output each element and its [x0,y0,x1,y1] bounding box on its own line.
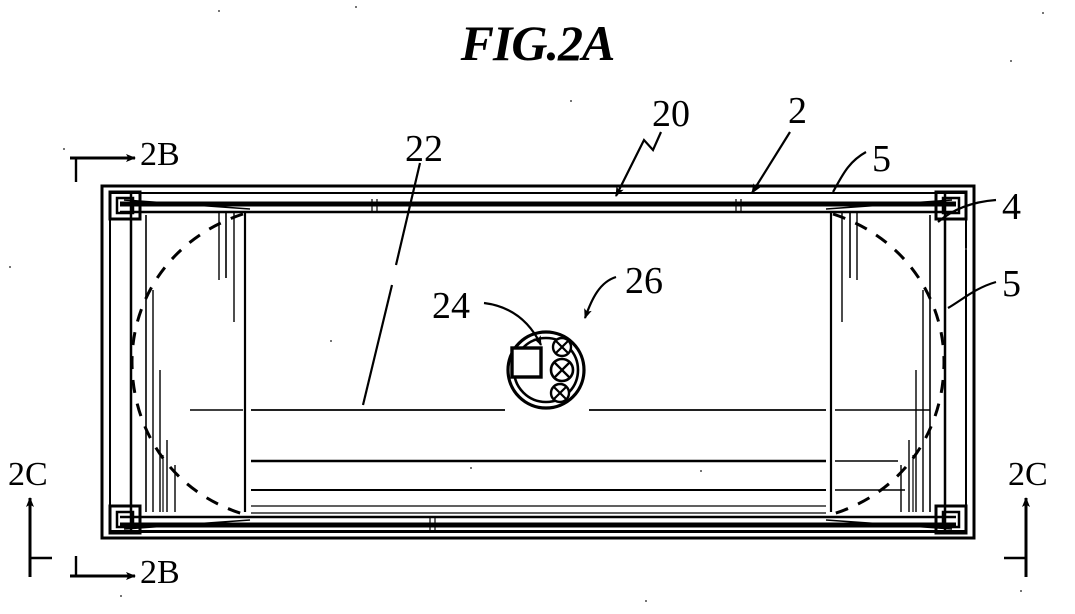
figure-title: FIG.2A [460,15,616,71]
scan-speckle [1020,590,1022,592]
reference-numeral-4: 4 [1002,186,1021,228]
square-fitting [510,346,543,379]
section-arrow-2C-right [1004,497,1030,577]
panel-detail-lines [190,409,930,514]
right-end-corrugation [829,212,931,512]
scan-speckle [1010,60,1012,62]
scan-speckle [63,148,65,150]
scan-speckle [330,340,332,342]
section-arrow-2B-top [70,154,136,182]
reference-numeral-22: 22 [405,128,443,170]
leader-4 [937,198,997,223]
leader-22-lower [361,284,394,406]
leader-lines [361,131,997,406]
reference-numeral-5-right: 5 [1002,263,1021,305]
reference-numeral-24: 24 [432,285,470,327]
vent-fitting-middle [549,357,575,383]
section-label-2C-left: 2C [8,456,48,493]
access-port-assembly[interactable] [506,330,586,410]
section-marker-arrows [26,154,1030,580]
scan-speckle [700,470,702,472]
vent-fitting-top [551,336,573,358]
reference-numeral-2: 2 [788,90,807,132]
leader-5-top [832,151,867,193]
leader-26 [583,275,617,319]
section-label-2B-top: 2B [140,136,180,173]
scan-speckle [355,6,357,8]
section-label-2C-right: 2C [1008,456,1048,493]
hidden-edge-curves [130,212,946,516]
scan-speckle [470,467,472,469]
corner-casting-bottom-left [108,504,142,535]
scan-speckle [120,595,122,597]
section-arrow-2C-left [26,497,52,577]
leader-5-right [947,280,997,309]
leader-24 [483,301,542,346]
scan-speckle [1042,12,1044,14]
reference-numeral-26: 26 [625,260,663,302]
left-end-corrugation [145,212,247,512]
scan-speckle [9,266,11,268]
vent-fitting-bottom [549,382,571,404]
scan-speckle [965,248,967,250]
reference-numeral-5-top: 5 [872,138,891,180]
bottom-rail-group [120,515,956,533]
top-rail-group [120,192,956,214]
leader-22-upper [394,162,422,266]
leader-2 [751,131,791,194]
scan-speckle [570,100,572,102]
scan-speckle [645,600,647,602]
reference-numeral-20: 20 [652,93,690,135]
corner-casting-bottom-right [934,504,968,535]
section-label-2B-bottom: 2B [140,554,180,591]
section-arrow-2B-bottom [70,556,136,580]
scan-speckle [218,10,220,12]
corner-casting-top-left [108,190,142,221]
leader-20 [615,131,663,197]
